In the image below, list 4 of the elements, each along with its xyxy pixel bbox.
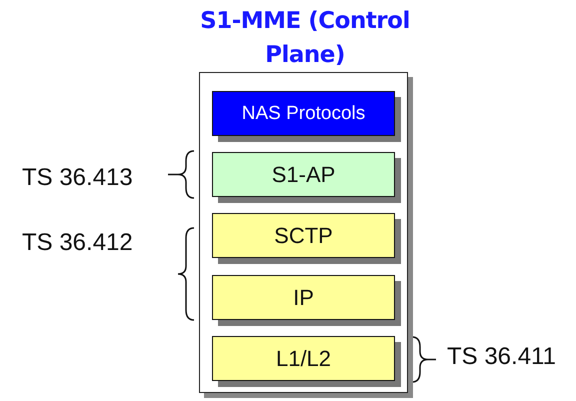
stack-title: S1-MME (Control Plane) [199,7,411,70]
spec-label: TS 36.412 [22,228,133,258]
spec-label: TS 36.413 [22,163,133,193]
spec-label: TS 36.411 [447,342,556,372]
